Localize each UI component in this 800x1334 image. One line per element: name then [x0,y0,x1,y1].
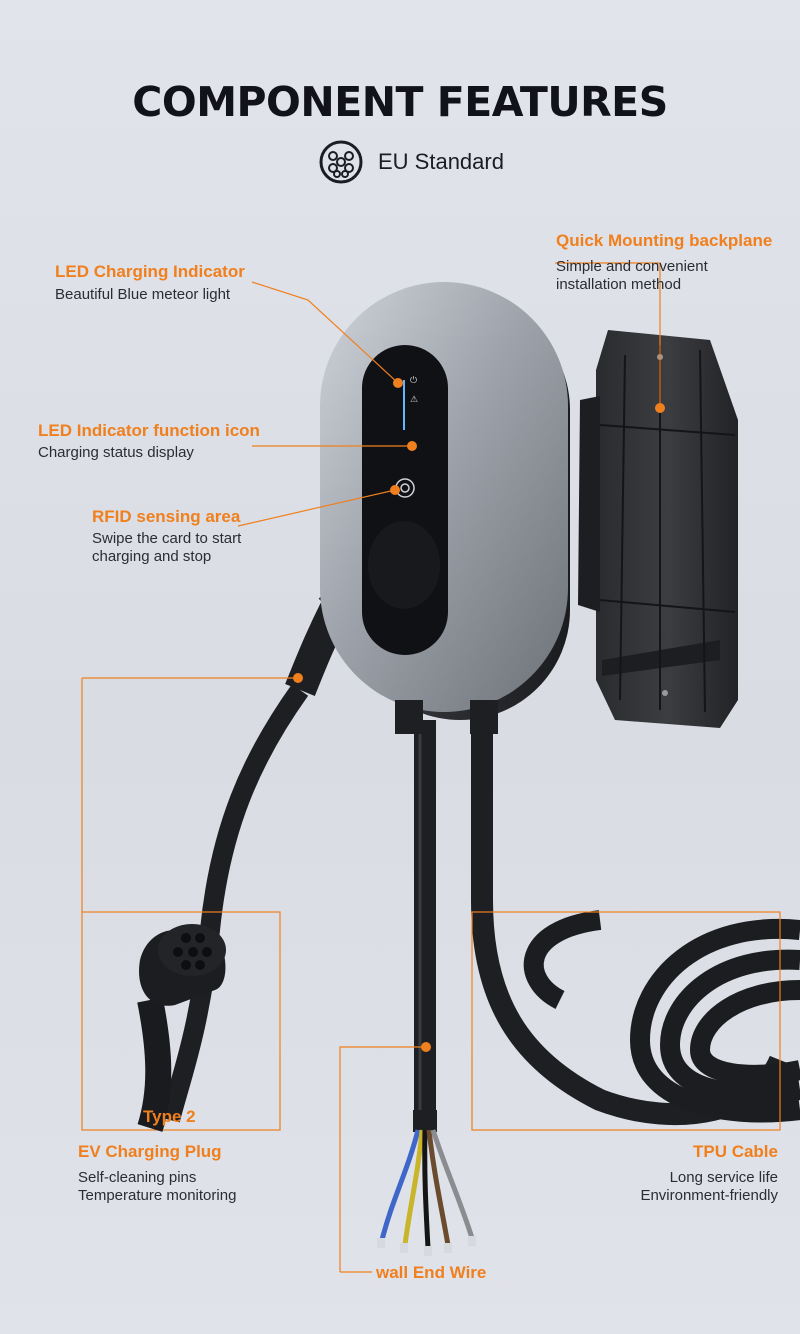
led-function-title: LED Indicator function icon [38,421,260,440]
backplane-desc-line2: installation method [556,276,682,293]
wire-ends [377,1129,476,1256]
led-function-desc: Charging status display [38,444,194,461]
backplane-title: Quick Mounting backplane [556,231,773,250]
supply-cable [413,720,437,1132]
plug-desc-line1: Self-cleaning pins [78,1169,197,1186]
page-title: COMPONENT FEATURES [132,78,668,126]
cable-desc-line2: Environment-friendly [640,1187,778,1204]
cable-desc-line1: Long service life [669,1169,778,1186]
svg-text:⏻: ⏻ [410,375,417,386]
rfid-title: RFID sensing area [92,507,241,526]
wall-charger: ⏻ ⚠ [320,282,570,734]
type2-plug-closeup [137,924,226,1132]
cable-title: TPU Cable [692,1142,778,1161]
callout-dots [293,378,665,1052]
plug-inset-frame [81,911,281,1131]
plug-title: EV Charging Plug [78,1142,222,1161]
mounting-backplane [578,330,738,728]
standard-badge: EU Standard [318,140,504,184]
wire-title: wall End Wire [376,1263,487,1282]
rfid-desc-line1: Swipe the card to start [92,530,242,547]
rfid-desc-line2: charging and stop [92,548,212,565]
cable-inset-frame [471,911,781,1131]
svg-text:⚠: ⚠ [410,395,418,405]
ev-socket-icon [319,140,363,184]
standard-label: EU Standard [378,149,504,174]
cable-coil [523,910,800,1123]
plug-desc-line2: Temperature monitoring [78,1187,237,1204]
callout-lines [81,262,661,1273]
led-indicator-title: LED Charging Indicator [55,262,245,281]
tpu-cable [471,720,791,1126]
backplane-desc-line1: Simple and convenient [556,258,708,275]
plug-type-label: Type 2 [143,1107,196,1126]
led-indicator-desc: Beautiful Blue meteor light [55,286,231,303]
